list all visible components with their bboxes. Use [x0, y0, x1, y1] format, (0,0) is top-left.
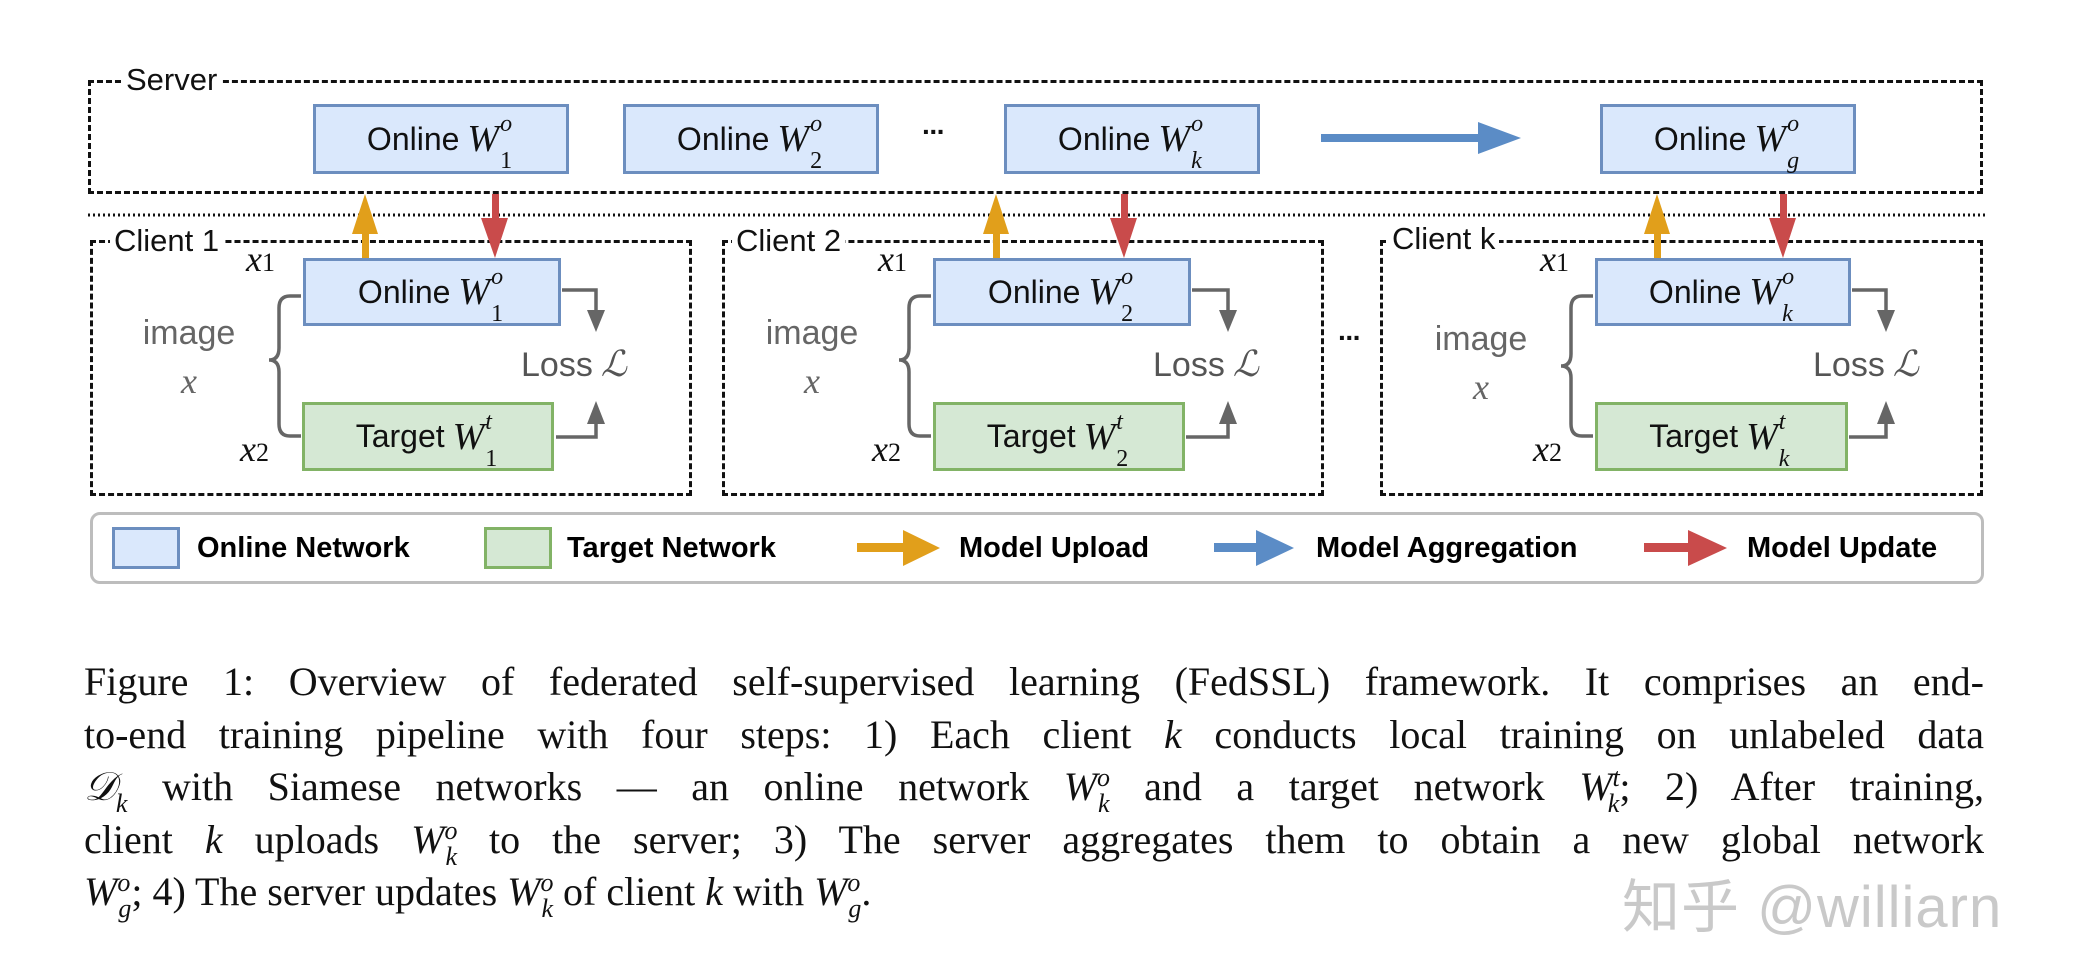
model-prefix: Online — [987, 273, 1081, 310]
caption-math: k — [204, 816, 223, 862]
caption-line: Wog; 4) The server updates Wok of client… — [84, 866, 1984, 923]
client-k-x1: x1 — [1540, 239, 1569, 279]
model-prefix: Target — [986, 418, 1076, 454]
caption-text: of client — [553, 869, 706, 914]
legend-aggregation-label: Model Aggregation — [1316, 531, 1578, 564]
caption-text: . — [861, 869, 872, 914]
client-k-label: Client k — [1388, 222, 1500, 256]
client-k-x2: x2 — [1533, 429, 1562, 469]
server-label: Server — [122, 63, 222, 97]
client-1-image-label: image — [142, 314, 236, 352]
model-prefix: Online — [366, 120, 460, 157]
client-1-x2: x2 — [240, 429, 269, 469]
caption-text: ; 2) After training, — [1619, 764, 1984, 809]
legend: Online Network Target Network Model Uplo… — [90, 512, 1984, 584]
client-2-label: Client 2 — [732, 224, 846, 258]
model-prefix: Online — [1653, 120, 1747, 157]
client-1-container — [90, 240, 692, 496]
caption-math: Wok — [1063, 763, 1111, 818]
caption-text: to-end training pipeline with four steps… — [84, 711, 1165, 757]
server-ellipsis: ··· — [922, 116, 946, 147]
figure-caption: Figure 1: Overview of federated self-sup… — [84, 656, 1984, 923]
model-prefix: Target — [1649, 418, 1739, 454]
client-2-x1: x1 — [878, 239, 907, 279]
client-2-image-label: image — [765, 314, 859, 352]
caption-text: Figure 1: Overview of federated self-sup… — [84, 659, 1984, 704]
model-prefix: Online — [1648, 273, 1742, 310]
caption-math: Wog — [84, 868, 132, 923]
legend-upload-label: Model Upload — [959, 531, 1150, 564]
client-k-image-var: x — [1473, 367, 1489, 407]
caption-text: and a target network — [1109, 764, 1580, 809]
caption-math: Wok — [411, 815, 458, 871]
clients-ellipsis: ··· — [1338, 322, 1362, 353]
caption-text: uploads — [222, 816, 412, 862]
caption-line: to-end training pipeline with four steps… — [84, 709, 1984, 762]
caption-line: Figure 1: Overview of federated self-sup… — [84, 656, 1984, 709]
caption-text: client — [84, 816, 205, 862]
legend-online-label: Online Network — [197, 531, 410, 564]
model-prefix: Online — [676, 120, 770, 157]
server-container — [88, 80, 1983, 194]
client-k-container — [1380, 240, 1983, 496]
legend-update-label: Model Update — [1747, 531, 1938, 564]
caption-math: Wok — [507, 868, 554, 923]
caption-line: client k uploads Wok to the server; 3) T… — [84, 814, 1984, 871]
client-2-container — [722, 240, 1324, 496]
caption-line: 𝒟k with Siamese networks — an online net… — [84, 761, 1984, 818]
caption-math: k — [705, 869, 723, 914]
client-2-image-var: x — [804, 361, 820, 401]
caption-text: with Siamese networks — an online networ… — [127, 764, 1064, 809]
caption-text: conducts local training on unlabeled dat… — [1181, 711, 1984, 757]
caption-text: to the server; 3) The server aggregates … — [456, 816, 1984, 862]
model-prefix: Online — [1057, 120, 1151, 157]
caption-math: Wog — [814, 868, 862, 923]
model-prefix: Online — [357, 273, 451, 310]
legend-target-swatch — [484, 527, 552, 569]
caption-math: 𝒟k — [84, 764, 128, 818]
legend-target-label: Target Network — [567, 531, 776, 564]
client-1-image-var: x — [181, 361, 197, 401]
watermark: 知乎 @williarn — [1622, 875, 2003, 940]
caption-math: k — [1164, 711, 1182, 757]
client-2-x2: x2 — [872, 429, 901, 469]
caption-text: ; 4) The server updates — [131, 869, 508, 914]
legend-online-swatch — [112, 527, 180, 569]
caption-text: with — [722, 869, 815, 914]
client-1-label: Client 1 — [110, 224, 224, 258]
caption-math: Wtk — [1579, 763, 1620, 818]
model-prefix: Target — [355, 418, 445, 454]
client-1-x1: x1 — [246, 239, 275, 279]
client-k-image-label: image — [1434, 320, 1528, 358]
